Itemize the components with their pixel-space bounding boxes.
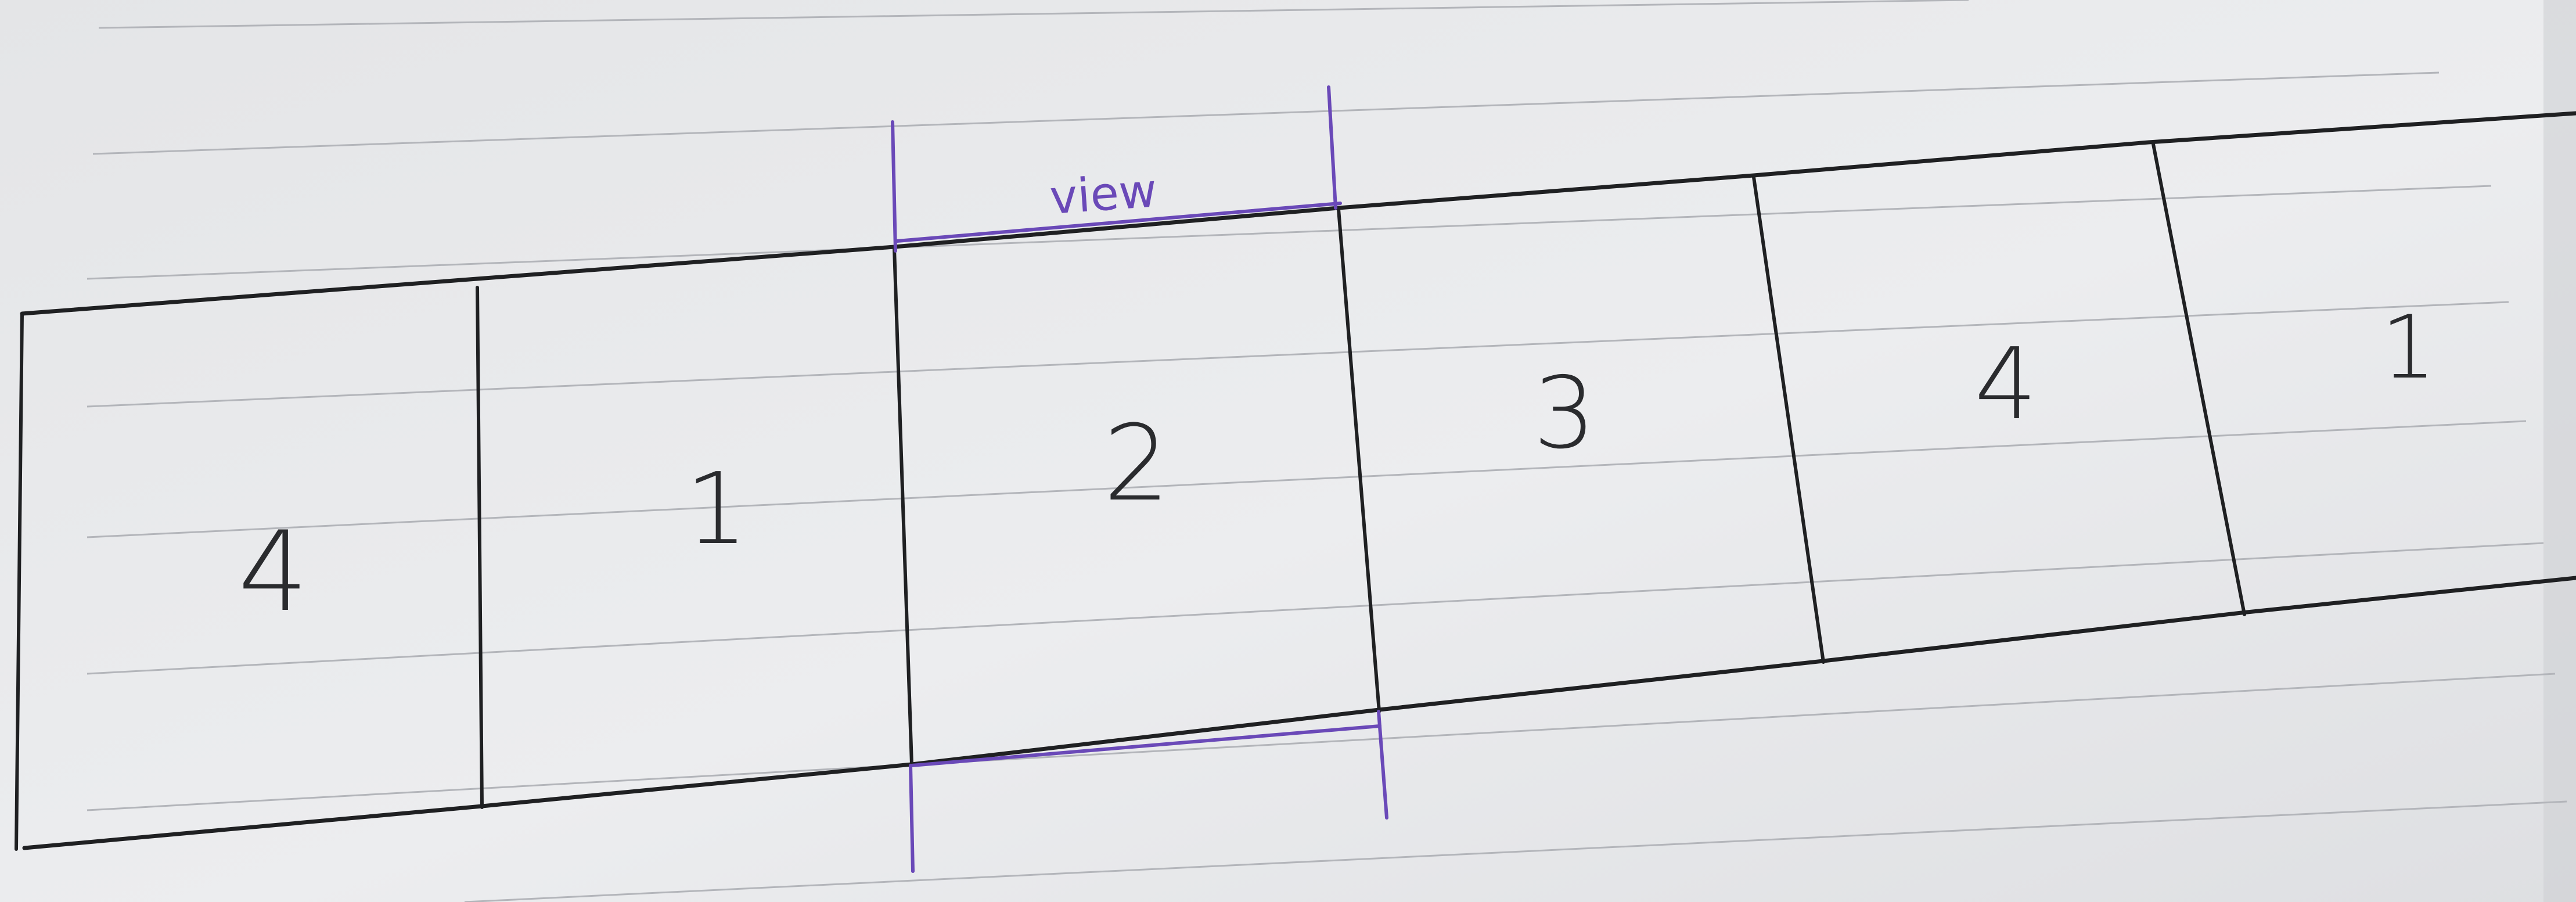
cell-label: 1 <box>685 452 748 567</box>
cell-labels: 4 1 2 3 4 1 <box>238 297 2436 636</box>
cell-divider <box>476 286 484 809</box>
view-bracket-left-bottom <box>909 764 915 873</box>
cell-divider <box>1752 175 1825 664</box>
view-bracket-right-top <box>1327 85 1337 210</box>
cell-strip <box>15 111 2576 851</box>
cell-label: 4 <box>238 508 308 636</box>
cell-divider <box>893 247 913 766</box>
rule-line <box>92 71 2440 155</box>
cell-label: 1 <box>2381 297 2436 398</box>
cell-label: 2 <box>1103 403 1170 524</box>
cell-label: 4 <box>1974 327 2037 442</box>
rule-line <box>87 673 2556 811</box>
rule-line <box>87 301 2509 408</box>
rule-line <box>464 800 2567 902</box>
cell-divider <box>1337 207 1381 713</box>
view-top-bar <box>895 202 1342 243</box>
cell-left-edge <box>15 312 24 851</box>
view-bracket-left-top <box>891 120 897 253</box>
view-label: view <box>1048 163 1159 225</box>
cell-label: 3 <box>1533 356 1596 471</box>
rule-line <box>87 542 2544 675</box>
rule-line <box>87 420 2527 538</box>
view-window-marker: view <box>891 85 1388 873</box>
view-bottom-bar <box>910 724 1381 767</box>
rule-line <box>87 185 2492 280</box>
strip-top-edge <box>20 111 2576 316</box>
ruled-lines <box>87 0 2567 902</box>
view-bracket-right-bottom <box>1377 710 1388 820</box>
rule-line <box>98 0 1969 29</box>
cell-divider <box>2152 142 2246 616</box>
